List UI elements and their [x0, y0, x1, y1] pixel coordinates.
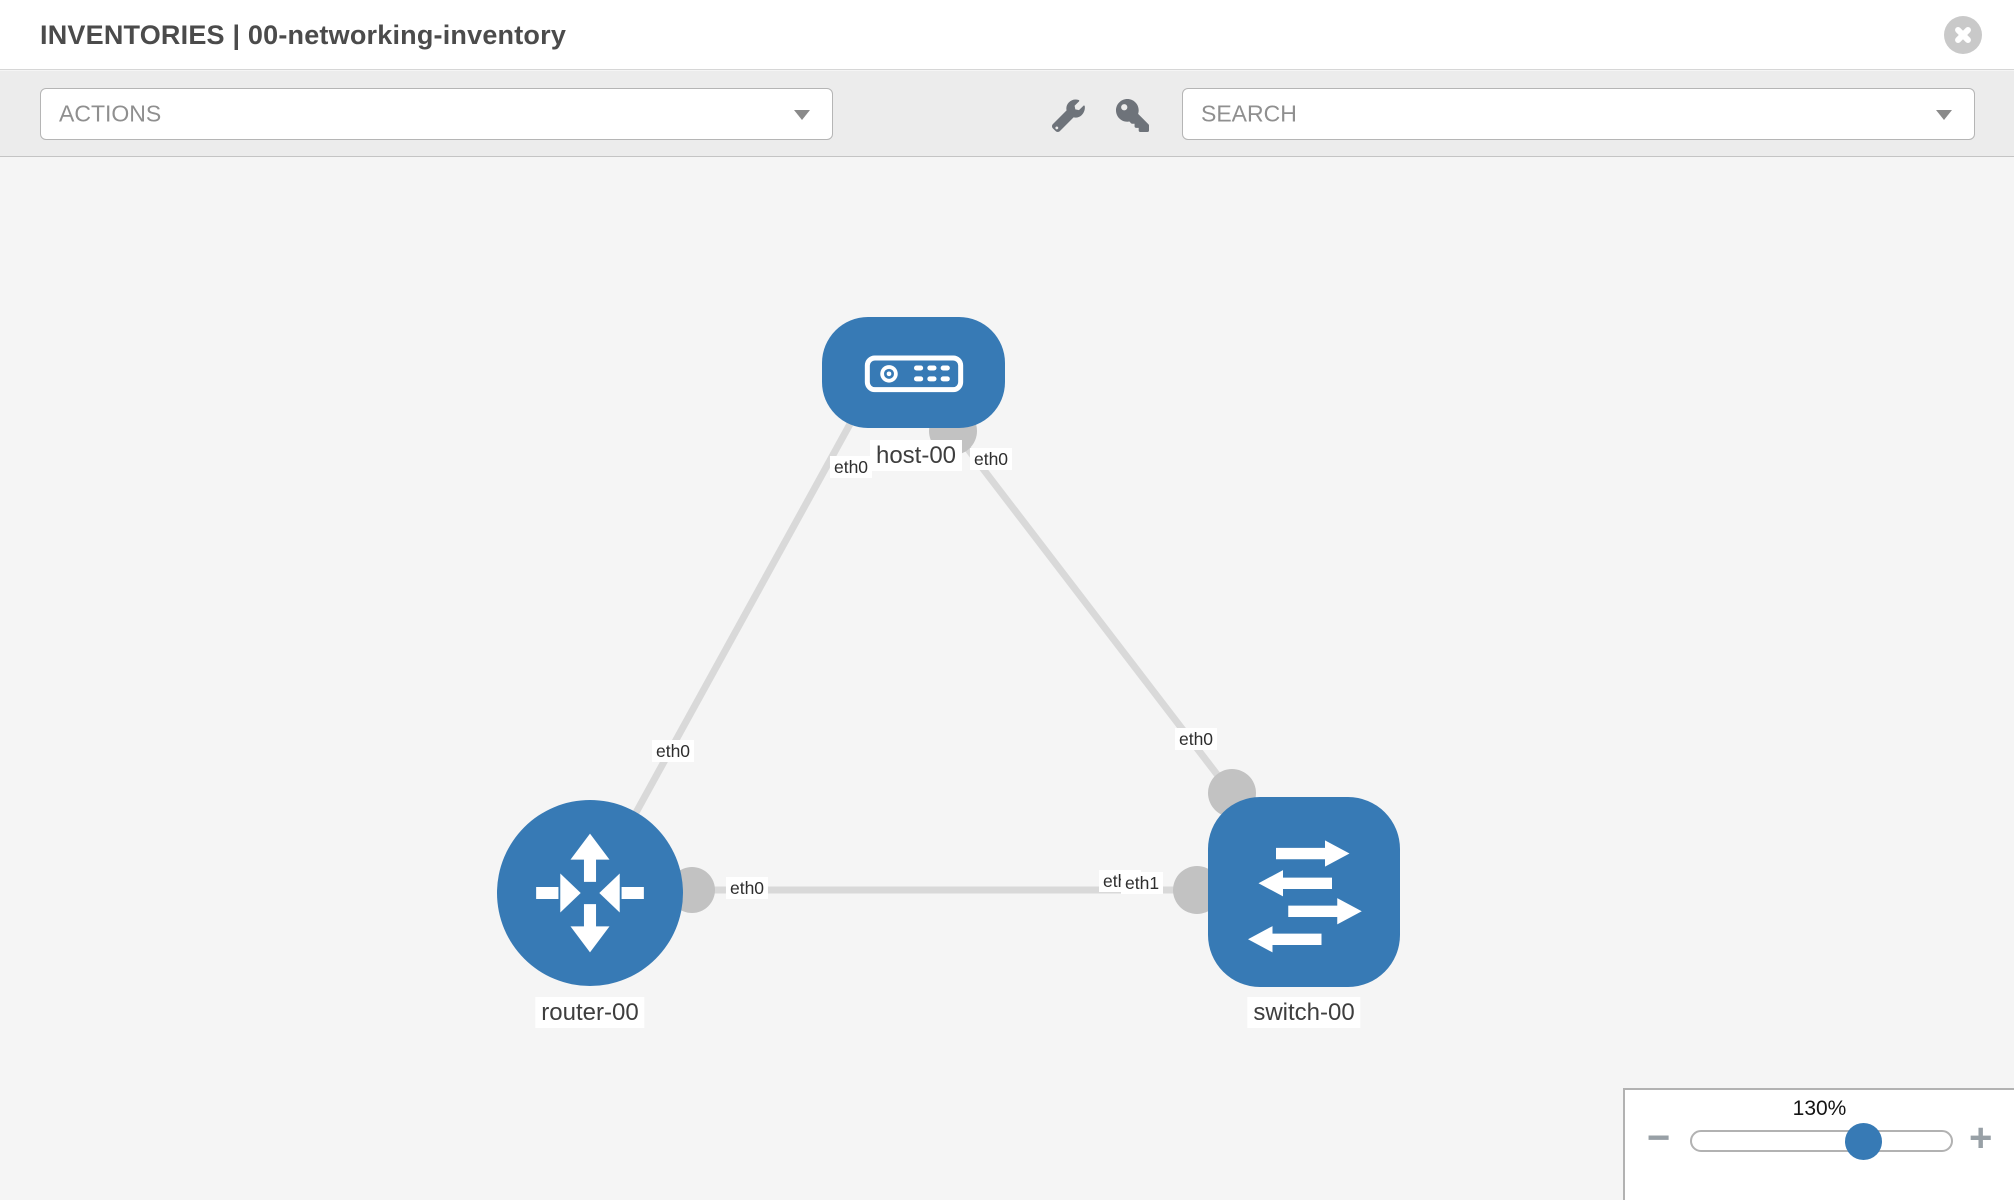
node-label-switch-00: switch-00: [1247, 997, 1361, 1028]
search-dropdown-label: SEARCH: [1201, 100, 1297, 127]
chevron-down-icon: [794, 110, 810, 120]
interface-label-host-eth0: eth0: [969, 448, 1013, 470]
search-dropdown[interactable]: SEARCH: [1182, 88, 1975, 140]
node-label-host-00: host-00: [869, 440, 963, 471]
zoom-level-value: 130%: [1792, 1097, 1847, 1120]
zoom-slider[interactable]: [1690, 1123, 1953, 1160]
node-switch-00[interactable]: [1208, 797, 1400, 987]
zoom-slider-handle[interactable]: [1845, 1123, 1882, 1160]
node-label-router-00: router-00: [535, 997, 645, 1028]
panel-header: INVENTORIES | 00-networking-inventory: [0, 0, 2014, 70]
wrench-icon: [1051, 98, 1085, 132]
interface-label-router-eth0: eth0: [725, 877, 769, 899]
topology-canvas[interactable]: [0, 157, 2014, 1200]
node-router-00[interactable]: [497, 800, 683, 986]
chevron-down-icon: [1936, 110, 1952, 120]
actions-dropdown-label: ACTIONS: [59, 100, 162, 127]
interface-label-switch-eth0: eth0: [1174, 728, 1218, 750]
actions-dropdown[interactable]: ACTIONS: [40, 88, 833, 140]
host-device-icon: [864, 355, 963, 392]
close-button[interactable]: [1944, 16, 1982, 54]
page-title: INVENTORIES | 00-networking-inventory: [40, 20, 567, 50]
router-arrows-icon: [536, 833, 644, 953]
zoom-panel: 130% − +: [1623, 1088, 2014, 1200]
switch-arrows-icon: [1248, 840, 1362, 953]
key-icon: [1115, 98, 1149, 132]
node-host-00[interactable]: [822, 317, 1005, 428]
interface-label-host-eth0: eth0: [829, 456, 873, 478]
toolbar: ACTIONS SEARCH: [0, 71, 2014, 157]
interface-label-router-eth0: eth0: [651, 740, 695, 762]
zoom-out-button[interactable]: −: [1647, 1116, 1671, 1160]
configure-button[interactable]: [1046, 93, 1090, 137]
interface-label-switch-eth1: eth1: [1121, 872, 1164, 894]
credentials-button[interactable]: [1110, 93, 1154, 137]
zoom-in-button[interactable]: +: [1969, 1116, 1993, 1160]
